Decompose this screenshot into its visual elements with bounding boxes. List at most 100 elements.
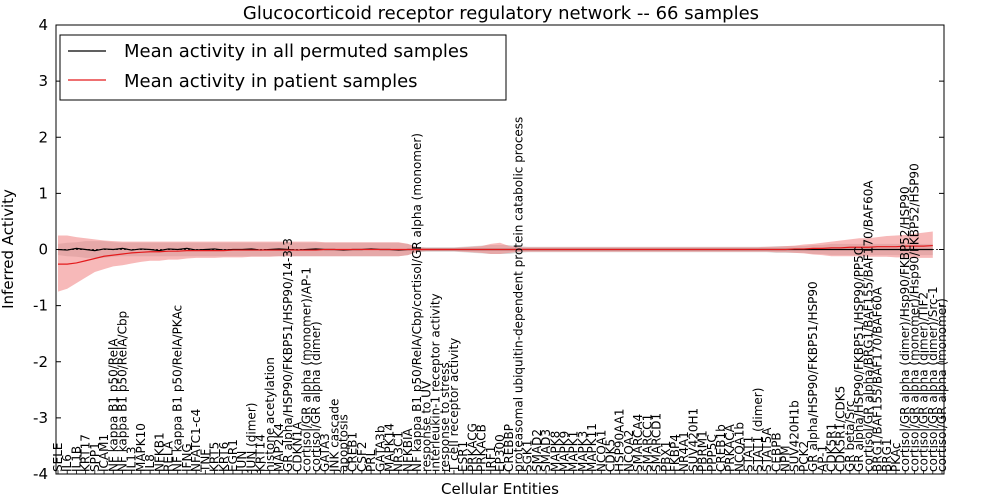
x-tick-label: MAPK10 (134, 423, 148, 472)
x-tick-label: NCOA1b (732, 422, 746, 472)
x-tick-label: JUN (235, 451, 249, 473)
x-tick-label: NF kappa B1 p50/RelA/Cbp/cortisol/GR alp… (410, 133, 424, 472)
x-tick-label: CREBBP (502, 424, 516, 472)
x-tick-label: CEBPB (769, 432, 783, 472)
x-tick-label: IL1B (69, 446, 83, 472)
x-tick-label: MAPK9 (557, 431, 571, 472)
x-tick-label: SMARCA4 (631, 414, 645, 472)
x-tick-label: CREB1b (714, 424, 728, 472)
x-tick-label: STAT1 (742, 436, 756, 472)
x-tick-label: PRKACA (723, 423, 737, 472)
x-tick-label: SMAD3 (539, 429, 553, 472)
x-tick-label: CDK5 (604, 439, 618, 472)
legend-label-patient: Mean activity in patient samples (124, 71, 418, 92)
x-tick-label: AP-1 (815, 445, 829, 472)
x-tick-label: KRT14 (254, 434, 268, 472)
x-tick-label: interleukin-1 receptor activity (429, 293, 443, 472)
y-tick-label: 2 (38, 128, 48, 146)
x-tick-label: MAPK3 (576, 431, 590, 472)
x-tick-label: FKBP4 (668, 434, 682, 472)
x-tick-label: GR alpha/HSP90/FKBP51/HSP90/14-3-3 (281, 238, 295, 472)
x-tick-label: SUV420H1 (686, 408, 700, 472)
x-tick-label: PKAc (889, 443, 903, 473)
x-tick-label: cortisol/GR alpha (dimer)/Src-1 (926, 286, 940, 472)
x-tick-label: KRT6 (217, 442, 231, 472)
y-axis-label: Inferred Activity (0, 189, 17, 309)
x-tick-label: SUV420H1b (788, 400, 802, 472)
x-tick-label: NF kappa B1 p50/RelA (106, 338, 120, 472)
x-tick-label: SMAD2 (530, 429, 544, 472)
x-tick-label: NR4A1 (677, 431, 691, 472)
line-group (57, 244, 933, 265)
x-tick-label: NFKBIA (401, 427, 415, 472)
x-tick-label: PRKACB (475, 424, 489, 472)
x-tick-label: ICAM1 (97, 434, 111, 472)
x-tick-label: MAP2K4 (272, 423, 286, 472)
x-tick-label: MAPK1 (567, 431, 581, 472)
legend: Mean activity in all permuted samples Me… (59, 34, 507, 101)
x-tick-label: GATA3b (373, 426, 387, 472)
x-tick-label: ESR1 (456, 441, 470, 472)
x-tick-label: T cell receptor activity (447, 338, 461, 473)
x-tick-label: PBRM1 (696, 430, 710, 472)
x-tick-label: EP300 (493, 434, 507, 472)
x-tick-label: NFATC1-c4 (189, 409, 203, 472)
legend-label-permuted: Mean activity in all permuted samples (124, 41, 468, 62)
x-tick-label: BRG1 (880, 438, 894, 472)
y-tick-label: -3 (33, 409, 48, 427)
y-tick-label: 4 (38, 16, 48, 34)
x-tick-label: histone acetylation (263, 357, 277, 472)
x-tick-label: JUN (dimer) (244, 403, 258, 473)
confidence-band-patient (58, 231, 933, 292)
y-tick-label: -1 (33, 297, 48, 315)
x-tick-label: cortisol/GR alpha (dimer)/TIF2 (917, 292, 931, 472)
x-tick-label: GR alpha/HSP90/FKBP51/HSP90 (806, 281, 820, 472)
x-tick-label: apoptosis (336, 414, 350, 472)
x-tick-label: CDKN1A (290, 421, 304, 472)
x-tick-label: IFNG (180, 443, 194, 472)
x-tick-label: NF kappa B1 p50/RelA/Cbp (115, 311, 129, 472)
x-tick-label: NCOA2 (622, 430, 636, 472)
x-tick-label: STAT1 (dimer) (751, 388, 765, 472)
x-tick-label: BRG1/BAF155/BAF170/BAF60A (871, 286, 885, 472)
band-group (58, 231, 933, 292)
x-tick-label: HSP90AA1 (613, 408, 627, 472)
x-tick-label: SELE (51, 443, 65, 472)
y-tick-label: 0 (38, 241, 48, 259)
x-tick-label: CSF2 (355, 441, 369, 472)
x-tick-label: STAT5A (760, 427, 774, 472)
x-tick-label: proteasomal ubiquitin-dependent protein … (511, 117, 525, 472)
x-tick-label: NF kappa B1 p50/RelA/PKAc (171, 305, 185, 472)
x-tick-label: IRF1 (484, 446, 498, 472)
x-tick-label: PCK2 (797, 441, 811, 472)
x-tick-label: PBX1 (659, 441, 673, 472)
x-tick-label: PRKACG (465, 423, 479, 472)
x-tick-label: cortisol/GR alpha (monomer)/AP-1 (300, 267, 314, 472)
y-tick-label: 1 (38, 184, 48, 202)
x-tick-label: SMARCD1 (650, 413, 664, 472)
x-tick-label: response to stress (438, 362, 452, 472)
x-tick-label: TNF (198, 449, 212, 473)
x-tick-label: MAPK8 (548, 431, 562, 472)
x-tick-label: RELA (162, 440, 176, 472)
x-tick-label: NCOA1 (594, 430, 608, 472)
x-tick-label: cortisol/GR alpha (dimer)/Hsp90/FKBP52/H… (898, 186, 912, 472)
x-tick-label: NR3C1 (392, 431, 406, 472)
x-tick-label: cortisol/GR alpha/BRG1/BAF155/BAF170/BAF… (861, 180, 875, 472)
x-tick-label: EGR1 (226, 439, 240, 472)
x-tick-label: GATA3 (318, 433, 332, 472)
x-axis-label: Cellular Entities (441, 480, 559, 498)
y-tick-label: -2 (33, 353, 48, 371)
x-tick-label: CREB1 (346, 432, 360, 472)
x-tick-label: cortisol/GR alpha (monomer)/Hsp90/FKBP52… (907, 163, 921, 472)
chart-title: Glucocorticoid receptor regulatory netwo… (243, 3, 759, 24)
y-tick-label: 3 (38, 72, 48, 90)
x-tick-label: GR beta/Src (843, 401, 857, 472)
x-tick-label: NFKB1 (152, 432, 166, 472)
x-tick-label: SGK1 (521, 440, 535, 472)
x-tick-label: MAPK11 (585, 423, 599, 472)
series-line-patient (58, 244, 933, 265)
